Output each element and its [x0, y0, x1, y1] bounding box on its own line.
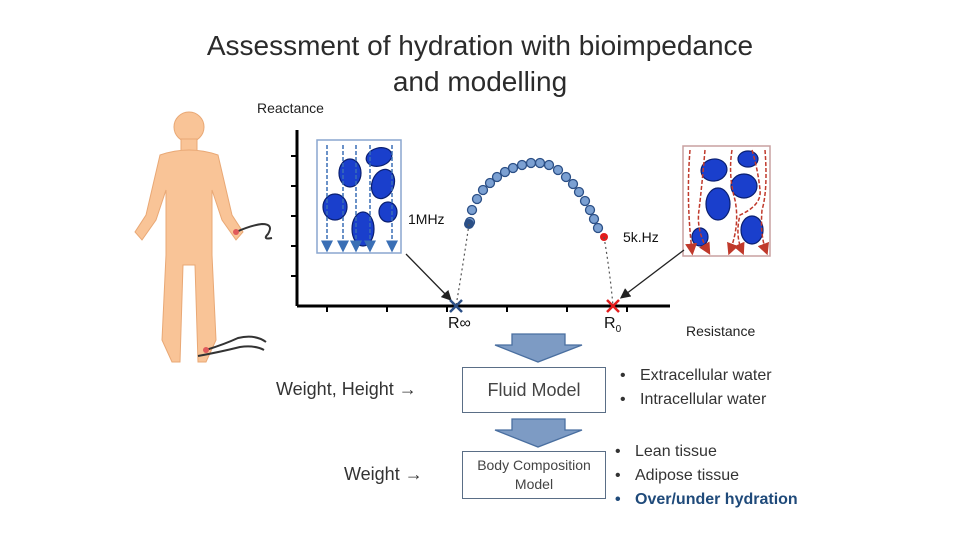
- arrow-left-panel: [405, 253, 452, 301]
- body-outputs-list: Lean tissue Adipose tissue Over/under hy…: [611, 440, 798, 512]
- r-zero-subscript: 0: [615, 324, 622, 336]
- body-composition-model-box: Body Composition Model: [462, 451, 606, 499]
- list-item: Lean tissue: [611, 440, 798, 464]
- fluid-model-box: Fluid Model: [462, 367, 606, 413]
- r-zero-letter: R: [604, 315, 616, 332]
- arrow-right-panel: [619, 249, 685, 299]
- title-line-2: and modelling: [392, 66, 568, 97]
- list-item: Extracellular water: [616, 364, 772, 388]
- human-figure-icon: [134, 111, 244, 363]
- extrapolation-lines: [455, 223, 614, 307]
- body-model-label-1: Body Composition: [477, 457, 591, 473]
- body-model-label-2: Model: [514, 476, 554, 492]
- r-infinity-marker: [449, 299, 463, 313]
- impedance-arc-points: [464, 157, 604, 234]
- input-weight: Weight →: [344, 464, 423, 484]
- block-arrow-1: [494, 333, 583, 363]
- fluid-model-label: Fluid Model: [487, 379, 581, 400]
- r-zero-label: R0: [604, 315, 621, 335]
- title-line-1: Assessment of hydration with bioimpedanc…: [206, 30, 754, 61]
- page-title: Assessment of hydration with bioimpedanc…: [150, 28, 810, 100]
- y-axis-label: Reactance: [257, 100, 324, 116]
- block-arrow-2: [494, 418, 583, 448]
- r-infinity-label: R∞: [448, 315, 471, 332]
- electrode-icon: [197, 222, 273, 357]
- input-weight-height: Weight, Height →: [276, 379, 417, 399]
- r-zero-marker: [606, 299, 620, 313]
- x-axis-label: Resistance: [686, 323, 756, 339]
- list-item-highlight: Over/under hydration: [611, 488, 798, 512]
- cell-panel-high-frequency: [316, 139, 402, 254]
- cell-panel-low-frequency: [682, 145, 771, 257]
- high-frequency-label: 1MHz: [408, 211, 445, 227]
- fluid-outputs-list: Extracellular water Intracellular water: [616, 364, 772, 412]
- list-item: Adipose tissue: [611, 464, 798, 488]
- list-item: Intracellular water: [616, 388, 772, 412]
- axis-ticks: [291, 155, 628, 312]
- low-frequency-label: 5k.Hz: [623, 229, 659, 245]
